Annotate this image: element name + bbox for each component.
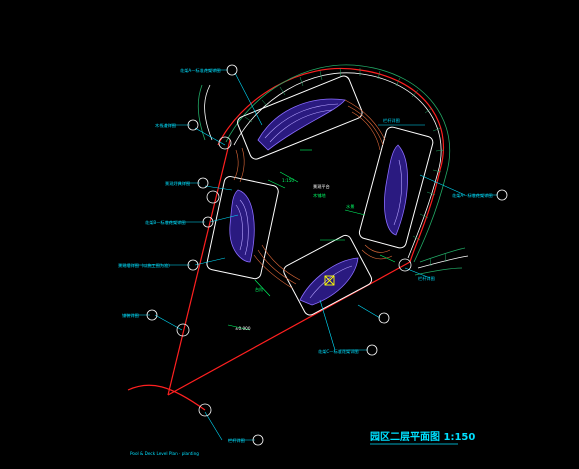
callout-c3: 景观灯具详图 [165,180,190,187]
label-center: 景观平台 [313,183,330,190]
label-level: ±0.000 [235,326,251,331]
label-step: 台阶 [255,286,264,293]
label-center-2: 木铺地 [313,192,326,199]
callout-bubbles [146,64,508,446]
callout-c11: 栏杆详图 [228,437,245,444]
drawing-title: 园区二层平面图 1:150 [370,431,475,443]
footnote: Pool & Deck Level Plan · planting [130,451,199,456]
callout-c7: 花架A—标准花架详图 [452,192,493,199]
pavilion-top [237,75,363,160]
callout-c10: 花架C—标准花架详图 [318,348,359,355]
walkway-hatch [244,67,447,267]
callout-c4: 花架B—标准花架详图 [145,219,186,226]
paving-bands [233,99,393,289]
pavilion-bottom [283,234,373,316]
callout-c9: 栏杆详图 [418,275,435,282]
label-dim-a: 1:150 [282,178,294,183]
curved-walkway [197,64,469,276]
callout-leaders [120,69,498,441]
inner-labels: 景观平台 木铺地 ±0.000 1:150 台阶 水景 [235,178,354,331]
level-marker [324,275,335,286]
callout-labels: 花架A—标准花架详图 木栈道详图 景观灯具详图 花架B—标准花架详图 景观墙详图… [118,67,493,444]
callout-c5: 景观墙详图（以施工图为准） [118,262,172,269]
callout-c8: 栏杆详图 [383,117,400,124]
callout-c6: 铺装详图 [122,312,139,319]
dimension-marks [227,149,396,331]
label-pool: 水景 [346,203,354,210]
callout-c1: 花架A—标准花架详图 [180,67,221,74]
pavilion-right [358,126,434,249]
pavilion-left [206,176,279,280]
callout-c2: 木栈道详图 [155,122,176,129]
